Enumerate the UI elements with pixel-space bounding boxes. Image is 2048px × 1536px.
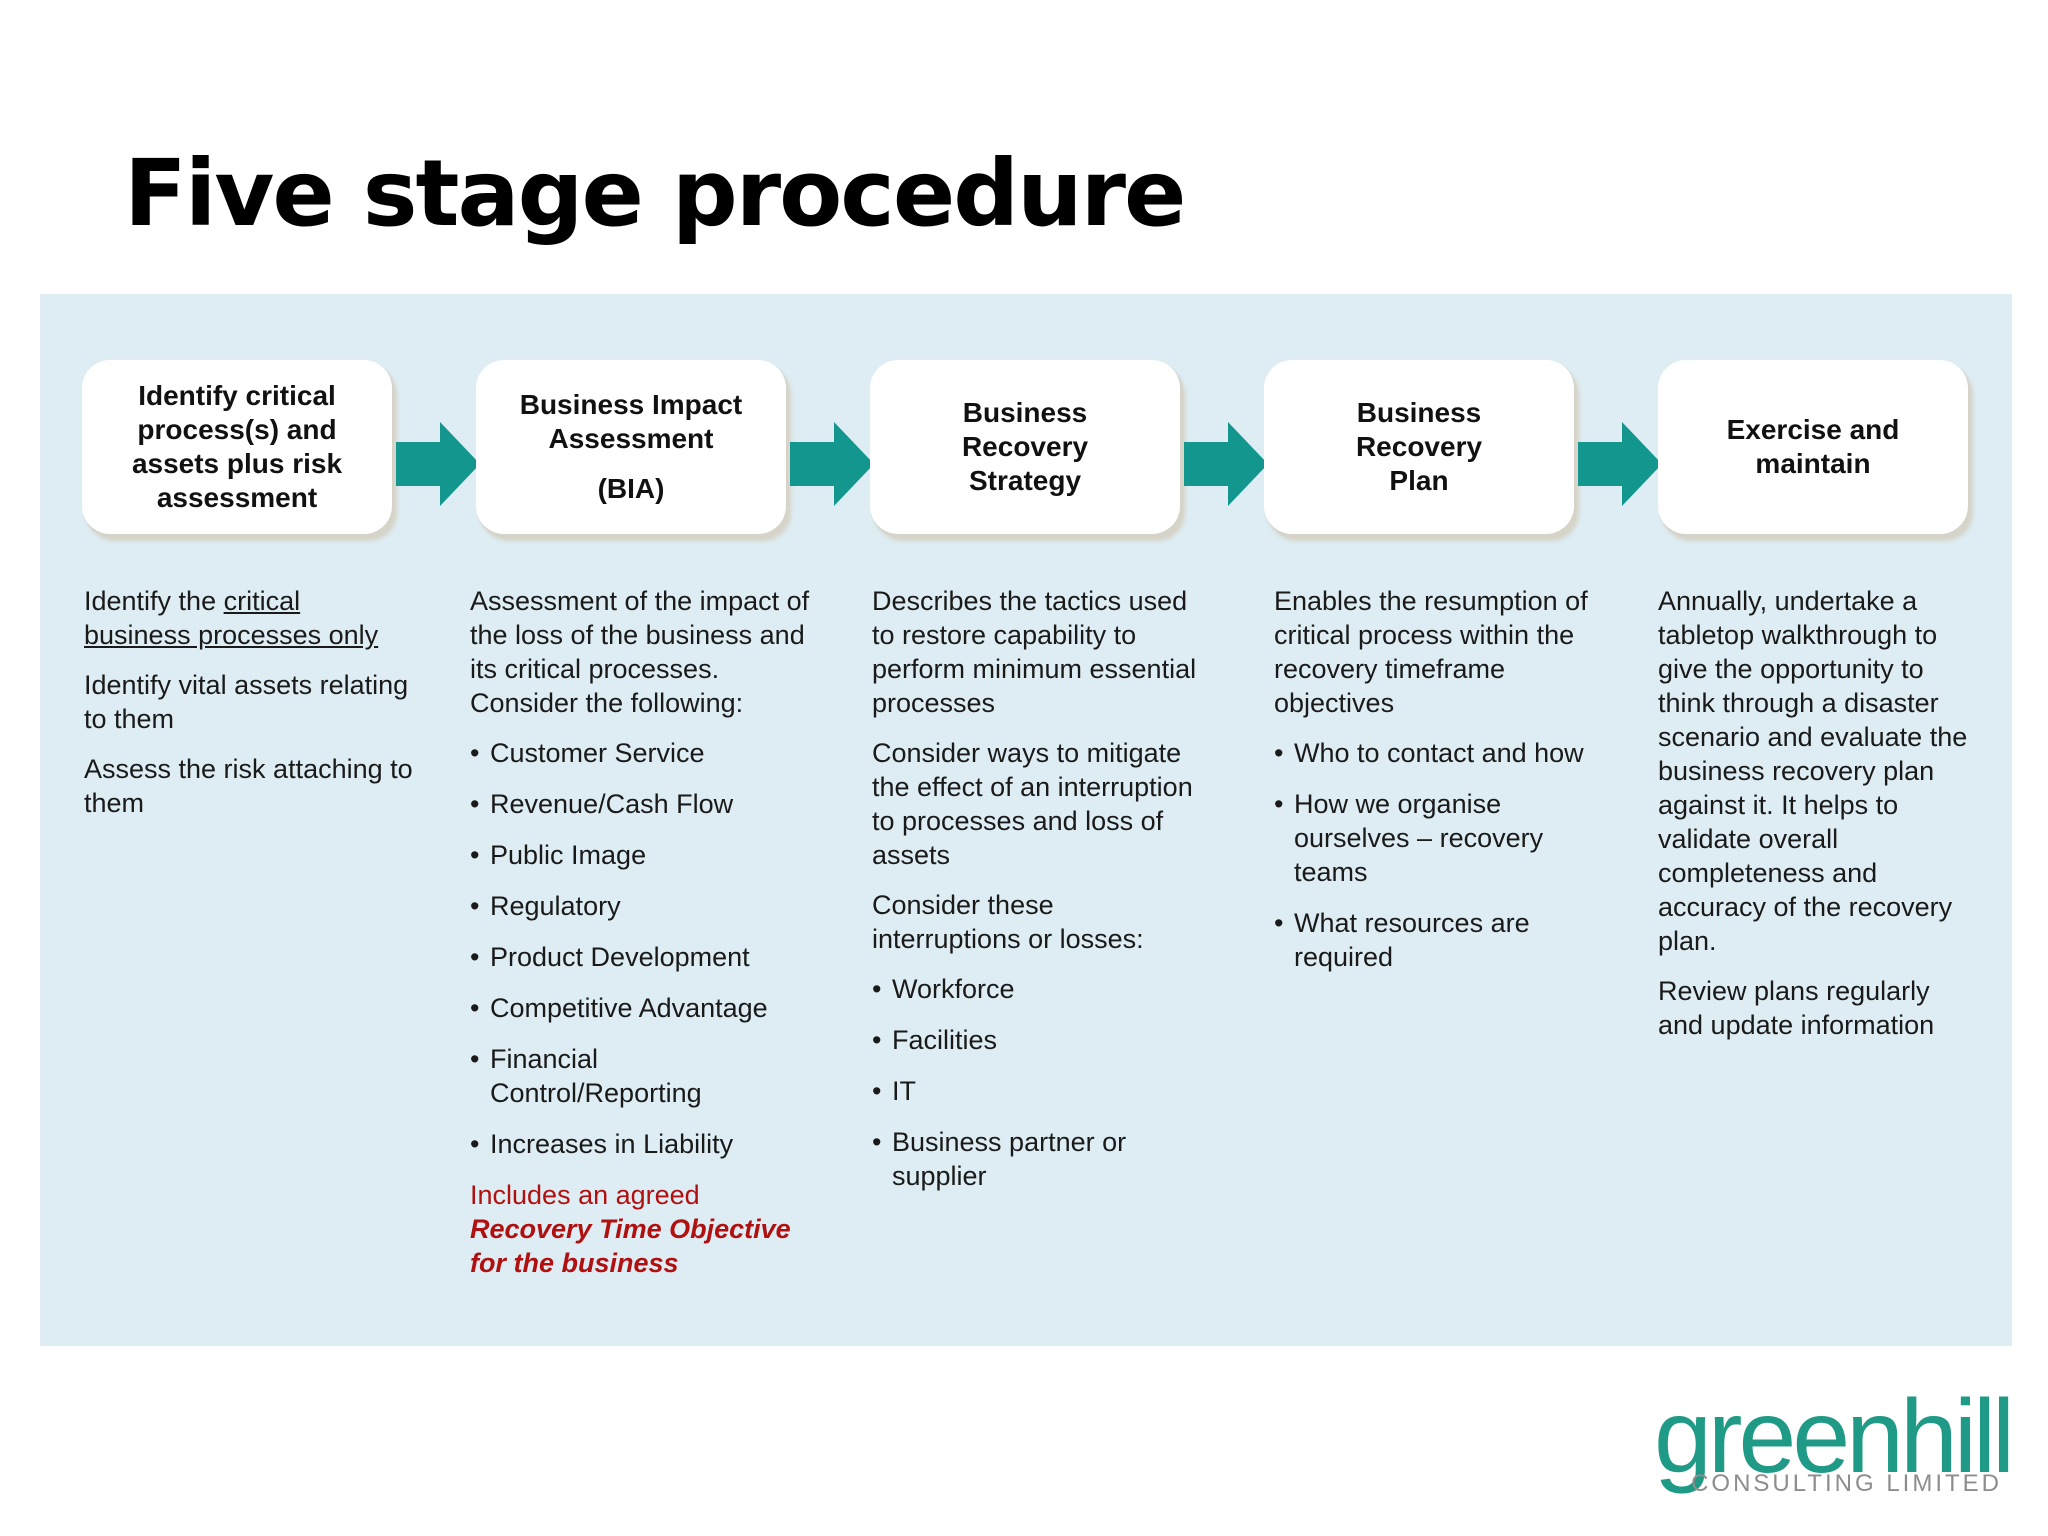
list-item: How we organise ourselves – recovery tea…	[1274, 787, 1584, 889]
stage-5-description: Annually, undertake a tabletop walkthrou…	[1658, 584, 1988, 1058]
col5-paragraph: Annually, undertake a tabletop walkthrou…	[1658, 586, 1968, 956]
arrow-right-icon	[1184, 422, 1268, 506]
rto-note-text: Includes an agreed	[470, 1180, 700, 1210]
stage-3-label: Business Recovery Strategy	[961, 397, 1089, 496]
stage-4-label: Business Recovery Plan	[1355, 397, 1483, 496]
stage-1-description: Identify the critical business processes…	[84, 584, 414, 836]
list-item: Public Image	[470, 838, 820, 872]
stage-2-label: Business Impact Assessment	[519, 389, 743, 454]
stage-4-box: Business Recovery Plan	[1264, 360, 1574, 534]
rto-note: Includes an agreed Recovery Time Objecti…	[470, 1178, 820, 1280]
col3-bullet-list: Workforce Facilities IT Business partner…	[872, 972, 1207, 1193]
list-item: Who to contact and how	[1274, 736, 1614, 770]
col3-paragraph: Describes the tactics used to restore ca…	[872, 586, 1197, 718]
col5-paragraph: Review plans regularly and update inform…	[1658, 976, 1935, 1040]
list-item: IT	[872, 1074, 1207, 1108]
logo-wordmark: greenhill	[1654, 1379, 2015, 1495]
col4-paragraph: Enables the resumption of critical proce…	[1274, 586, 1588, 718]
list-item: Competitive Advantage	[470, 991, 820, 1025]
list-item: Financial Control/Reporting	[470, 1042, 720, 1110]
stage-4-description: Enables the resumption of critical proce…	[1274, 584, 1614, 991]
stage-3-box: Business Recovery Strategy	[870, 360, 1180, 534]
col4-bullet-list: Who to contact and how How we organise o…	[1274, 736, 1614, 974]
col3-paragraph: Consider these interruptions or losses:	[872, 890, 1144, 954]
stage-2-box: Business Impact Assessment (BIA)	[476, 360, 786, 534]
col1-paragraph: Identify the critical business processes…	[84, 584, 414, 652]
stage-1-box: Identify critical process(s) and assets …	[82, 360, 392, 534]
logo-tagline: CONSULTING LIMITED	[1691, 1470, 2002, 1497]
col2-bullet-list: Customer Service Revenue/Cash Flow Publi…	[470, 736, 820, 1161]
stage-2-sublabel: (BIA)	[597, 473, 665, 504]
col1-underlined-text: critical business processes only	[84, 586, 379, 650]
list-item: Revenue/Cash Flow	[470, 787, 820, 821]
process-panel: Identify critical process(s) and assets …	[40, 294, 2012, 1346]
col1-paragraph: Assess the risk attaching to them	[84, 754, 413, 818]
col1-text: Identify the	[84, 586, 224, 616]
arrow-right-icon	[790, 422, 874, 506]
list-item: Increases in Liability	[470, 1127, 820, 1161]
col3-paragraph: Consider ways to mitigate the effect of …	[872, 738, 1193, 870]
stage-5-label: Exercise and maintain	[1726, 414, 1900, 479]
stage-5-box: Exercise and maintain	[1658, 360, 1968, 534]
stage-3-description: Describes the tactics used to restore ca…	[872, 584, 1207, 1210]
list-item: Facilities	[872, 1023, 1207, 1057]
page-title: Five stage procedure	[124, 140, 1186, 247]
list-item: Product Development	[470, 940, 820, 974]
arrow-right-icon	[396, 422, 480, 506]
list-item: Customer Service	[470, 736, 820, 770]
stage-2-description: Assessment of the impact of the loss of …	[470, 584, 820, 1280]
arrow-right-icon	[1578, 422, 1662, 506]
stage-1-label: Identify critical process(s) and assets …	[131, 380, 343, 513]
list-item: Business partner or supplier	[872, 1125, 1162, 1193]
company-logo: greenhill CONSULTING LIMITED	[1654, 1379, 2015, 1504]
col2-intro: Assessment of the impact of the loss of …	[470, 586, 810, 718]
rto-note-emphasis: Recovery Time Objective for the business	[470, 1214, 791, 1278]
list-item: Regulatory	[470, 889, 820, 923]
list-item: Workforce	[872, 972, 1207, 1006]
col1-paragraph: Identify vital assets relating to them	[84, 670, 409, 734]
list-item: What resources are required	[1274, 906, 1584, 974]
